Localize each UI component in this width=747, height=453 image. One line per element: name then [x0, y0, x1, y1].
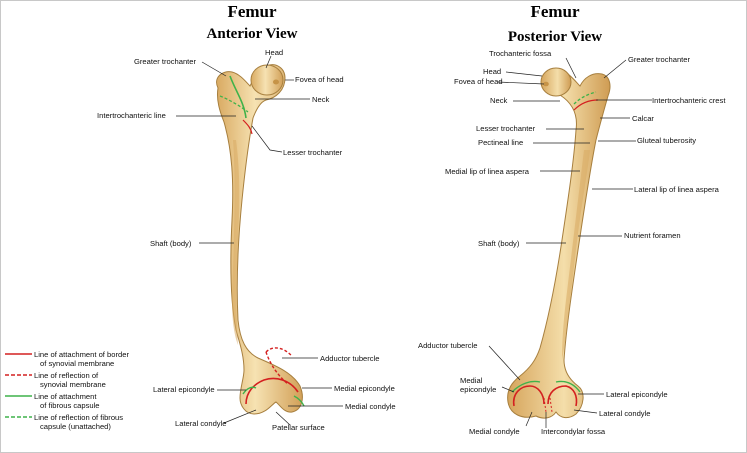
posterior-head-shape — [540, 67, 572, 97]
posterior-capsule-line — [573, 91, 597, 105]
label-posterior-fovea-of-head: Fovea of head — [454, 77, 503, 86]
label-anterior-lateral-epicondyle: Lateral epicondyle — [153, 385, 215, 394]
legend-item-2-line1: Line of reflection of — [34, 371, 99, 380]
posterior-femur-bone — [507, 67, 611, 419]
label-anterior-shaft: Shaft (body) — [150, 239, 192, 248]
anterior-synovial-line — [245, 377, 299, 405]
label-anterior-medial-epicondyle: Medial epicondyle — [334, 384, 395, 393]
legend-item-1-line2: of synovial membrane — [40, 359, 114, 368]
label-posterior-neck: Neck — [490, 96, 508, 105]
label-anterior-lateral-condyle: Lateral condyle — [175, 419, 227, 428]
legend-item-1-line1: Line of attachment of border — [34, 350, 129, 359]
anterior-subtitle: Anterior View — [207, 26, 298, 42]
label-anterior-intertrochanteric-line: Intertrochanteric line — [97, 111, 166, 120]
label-posterior-intercondylar-fossa: Intercondylar fossa — [541, 427, 606, 436]
label-posterior-nutrient-foramen: Nutrient foramen — [624, 231, 681, 240]
label-posterior-intertrochanteric-crest: Intertrochanteric crest — [652, 96, 726, 105]
legend: Line of attachment of border of synovial… — [5, 350, 129, 431]
label-posterior-shaft: Shaft (body) — [478, 239, 520, 248]
anterior-title: Femur — [227, 2, 277, 21]
legend-item-4-line1: Line of reflection of fibrous — [34, 413, 123, 422]
label-anterior-head: Head — [265, 48, 283, 57]
legend-item-2-line2: synovial membrane — [40, 380, 106, 389]
label-posterior-gluteal-tuberosity: Gluteal tuberosity — [637, 136, 696, 145]
posterior-subtitle: Posterior View — [508, 29, 602, 45]
label-posterior-lesser-trochanter: Lesser trochanter — [476, 124, 536, 133]
label-posterior-medial-epicondyle-line1: Medial — [460, 376, 483, 385]
label-posterior-medial-epicondyle-line2: epicondyle — [460, 385, 496, 394]
anterior-capsule-line — [229, 75, 247, 119]
label-posterior-trochanteric-fossa: Trochanteric fossa — [489, 49, 552, 58]
legend-item-3-line2: of fibrous capsule — [40, 401, 100, 410]
posterior-fovea-shape — [543, 81, 549, 87]
label-anterior-adductor-tubercle: Adductor tubercle — [320, 354, 380, 363]
label-posterior-lateral-lip: Lateral lip of linea aspera — [634, 185, 720, 194]
anterior-head-shape — [250, 64, 284, 96]
label-anterior-fovea-of-head: Fovea of head — [295, 75, 344, 84]
label-posterior-head: Head — [483, 67, 501, 76]
anterior-femur-bone — [216, 64, 305, 415]
posterior-leaders — [488, 57, 652, 428]
label-anterior-lesser-trochanter: Lesser trochanter — [283, 148, 343, 157]
label-posterior-medial-lip: Medial lip of linea aspera — [445, 167, 530, 176]
label-anterior-medial-condyle: Medial condyle — [345, 402, 396, 411]
posterior-title: Femur — [530, 2, 580, 21]
label-anterior-patellar-surface: Patellar surface — [272, 423, 325, 432]
label-posterior-medial-condyle: Medial condyle — [469, 427, 520, 436]
legend-item-4-line2: capsule (unattached) — [40, 422, 111, 431]
label-posterior-lateral-epicondyle: Lateral epicondyle — [606, 390, 668, 399]
legend-item-3-line1: Line of attachment — [34, 392, 97, 401]
posterior-synovial-line — [512, 385, 545, 407]
label-posterior-calcar: Calcar — [632, 114, 654, 123]
label-anterior-greater-trochanter: Greater trochanter — [134, 57, 197, 66]
label-posterior-adductor-tubercle: Adductor tubercle — [418, 341, 478, 350]
anterior-leaders — [176, 55, 343, 426]
label-posterior-greater-trochanter: Greater trochanter — [628, 55, 691, 64]
anterior-fovea-shape — [273, 79, 279, 85]
label-anterior-neck: Neck — [312, 95, 330, 104]
label-posterior-pectineal-line: Pectineal line — [478, 138, 523, 147]
label-posterior-lateral-condyle: Lateral condyle — [599, 409, 651, 418]
